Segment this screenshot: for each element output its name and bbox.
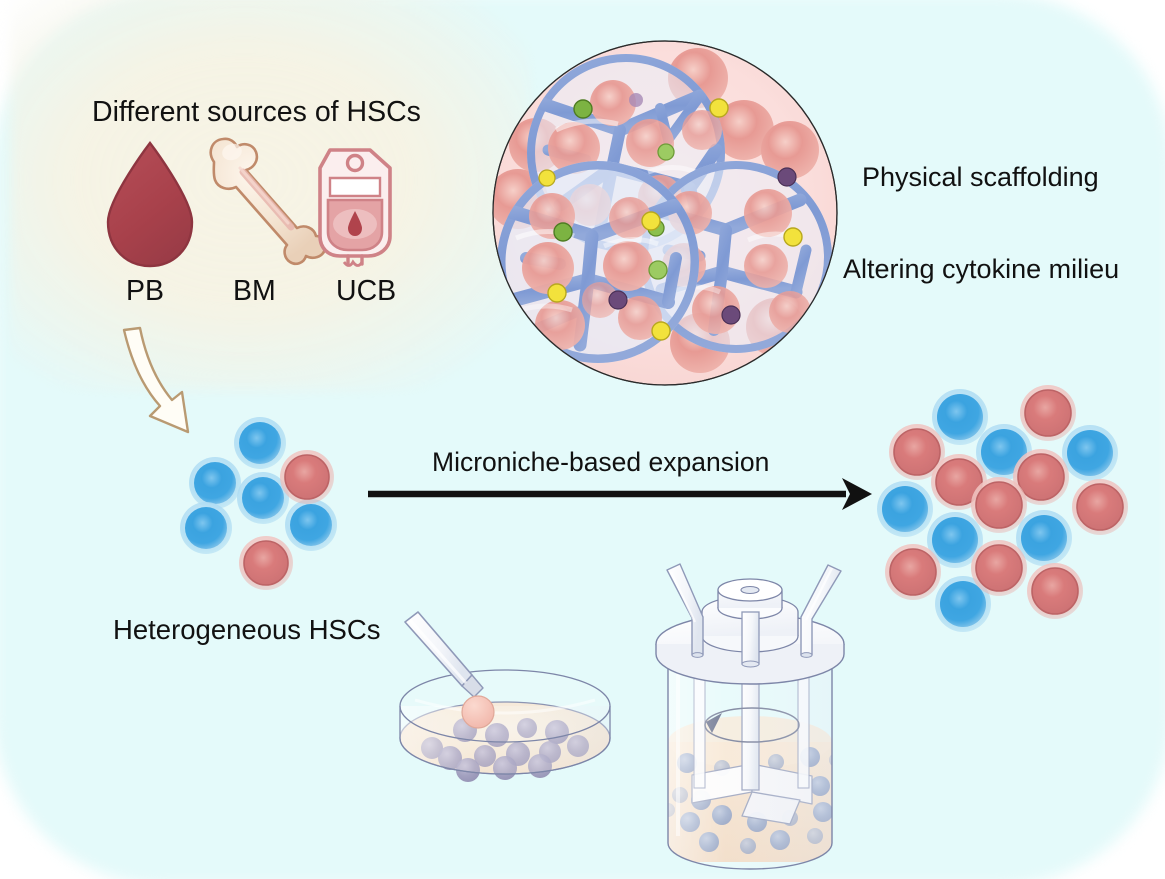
- hsc-cell-blue: [180, 417, 337, 554]
- bone-icon: [209, 137, 327, 266]
- blood-bag-icon: [318, 148, 392, 267]
- bioreactor-port-right: [800, 564, 842, 658]
- label-different-sources: Different sources of HSCs: [92, 96, 421, 128]
- expanded-cell-red: [885, 385, 1128, 619]
- hsc-cell-red: [239, 450, 334, 590]
- label-microniche-expansion: Microniche-based expansion: [432, 447, 770, 477]
- petri-dish: [399, 611, 611, 782]
- microniche-cluster: [492, 40, 838, 386]
- label-altering-cytokine: Altering cytokine milieu: [843, 254, 1120, 284]
- heterogeneous-hsc-cluster: [180, 417, 337, 590]
- right-arrow-icon: [368, 478, 872, 510]
- label-physical-scaffolding: Physical scaffolding: [862, 162, 1099, 192]
- blood-drop-icon: [106, 141, 194, 268]
- label-pb: PB: [126, 275, 165, 307]
- bioreactor-port-left: [666, 563, 704, 658]
- pipette-icon: [404, 611, 484, 698]
- background-warm-glow: [10, 0, 530, 390]
- cytokine-dots: [538, 93, 803, 341]
- label-ucb: UCB: [336, 275, 397, 307]
- bioreactor-icon: [655, 563, 845, 870]
- expanded-hsc-cluster: [877, 385, 1128, 632]
- label-bm: BM: [233, 275, 276, 307]
- label-heterogeneous-hscs: Heterogeneous HSCs: [113, 614, 381, 645]
- curved-arrow-icon: [122, 326, 190, 434]
- droplet-icon: [461, 695, 495, 729]
